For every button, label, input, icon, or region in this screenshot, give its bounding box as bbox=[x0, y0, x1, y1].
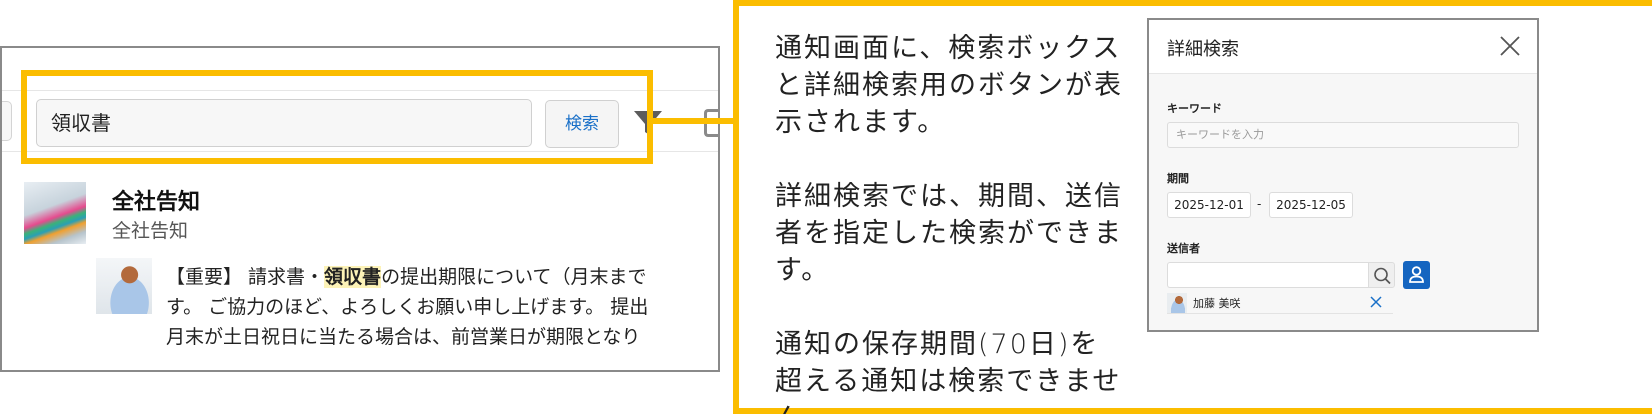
sender-name: 加藤 美咲 bbox=[1193, 297, 1241, 310]
period-from-input[interactable]: 2025-12-01 bbox=[1167, 192, 1251, 218]
explanation-paragraph: 通知画面に、検索ボックスと詳細検索用のボタンが表示されます。 bbox=[775, 33, 1123, 138]
period-separator: - bbox=[1257, 197, 1262, 211]
body-text: の提出期限について（月末まで bbox=[381, 266, 647, 288]
advanced-search-dialog: 詳細検索 キーワード キーワードを入力 期間 2025-12-01 - 2025… bbox=[1147, 18, 1539, 332]
user-icon bbox=[1409, 266, 1424, 283]
sender-label: 送信者 bbox=[1167, 242, 1200, 255]
notice-title: 全社告知 bbox=[112, 190, 201, 215]
body-line-2: す。 ご協力のほど、よろしくお願い申し上げます。 提出 bbox=[166, 296, 649, 318]
select-user-button[interactable] bbox=[1403, 261, 1430, 289]
notice-thumbnail bbox=[24, 182, 86, 244]
explanation-text: 通知画面に、検索ボックスと詳細検索用のボタンが表示されます。 詳細検索では、期間… bbox=[775, 30, 1125, 414]
notice-subtitle: 全社告知 bbox=[112, 220, 189, 242]
close-icon[interactable] bbox=[1499, 35, 1521, 57]
search-input[interactable]: 領収書 bbox=[36, 99, 532, 147]
keyword-input[interactable]: キーワードを入力 bbox=[1167, 122, 1519, 148]
search-bar: 領収書 検索 bbox=[2, 90, 718, 152]
previous-field-edge bbox=[2, 101, 12, 141]
keyword-label: キーワード bbox=[1167, 102, 1222, 115]
sender-input[interactable] bbox=[1167, 262, 1391, 288]
callout-connector bbox=[652, 118, 736, 124]
sender-avatar bbox=[96, 258, 152, 314]
body-line-1: 【重要】 請求書・領収書の提出期限について（月末まで bbox=[166, 262, 718, 292]
notification-screen-crop: 領収書 検索 全社告知 全社告知 【重要】 請求書・領収書の提出期限について（月… bbox=[0, 46, 720, 372]
notification-body: 【重要】 請求書・領収書の提出期限について（月末まで す。 ご協力のほど、よろし… bbox=[166, 262, 718, 352]
selected-sender: 加藤 美咲 bbox=[1167, 292, 1393, 314]
body-line-3: 月末が土日祝日に当たる場合は、前営業日が期限となり bbox=[166, 326, 641, 348]
period-to-input[interactable]: 2025-12-05 bbox=[1269, 192, 1353, 218]
dialog-title: 詳細検索 bbox=[1167, 39, 1239, 60]
keyword-highlight: 領収書 bbox=[324, 266, 382, 288]
search-button[interactable]: 検索 bbox=[545, 100, 619, 148]
explanation-paragraph: 詳細検索では、期間、送信者を指定した検索ができます。 bbox=[775, 181, 1123, 286]
body-text: 【重要】 請求書・ bbox=[166, 266, 325, 288]
search-icon bbox=[1374, 267, 1391, 285]
sender-search-button[interactable] bbox=[1368, 262, 1395, 288]
explanation-paragraph: 通知の保存期間(70日)を超える通知は検索できません。 bbox=[775, 329, 1122, 414]
remove-sender-icon[interactable] bbox=[1369, 295, 1383, 309]
dialog-header: 詳細検索 bbox=[1149, 20, 1537, 74]
search-highlight-frame bbox=[21, 70, 653, 164]
period-label: 期間 bbox=[1167, 172, 1189, 185]
sender-avatar bbox=[1167, 293, 1187, 313]
